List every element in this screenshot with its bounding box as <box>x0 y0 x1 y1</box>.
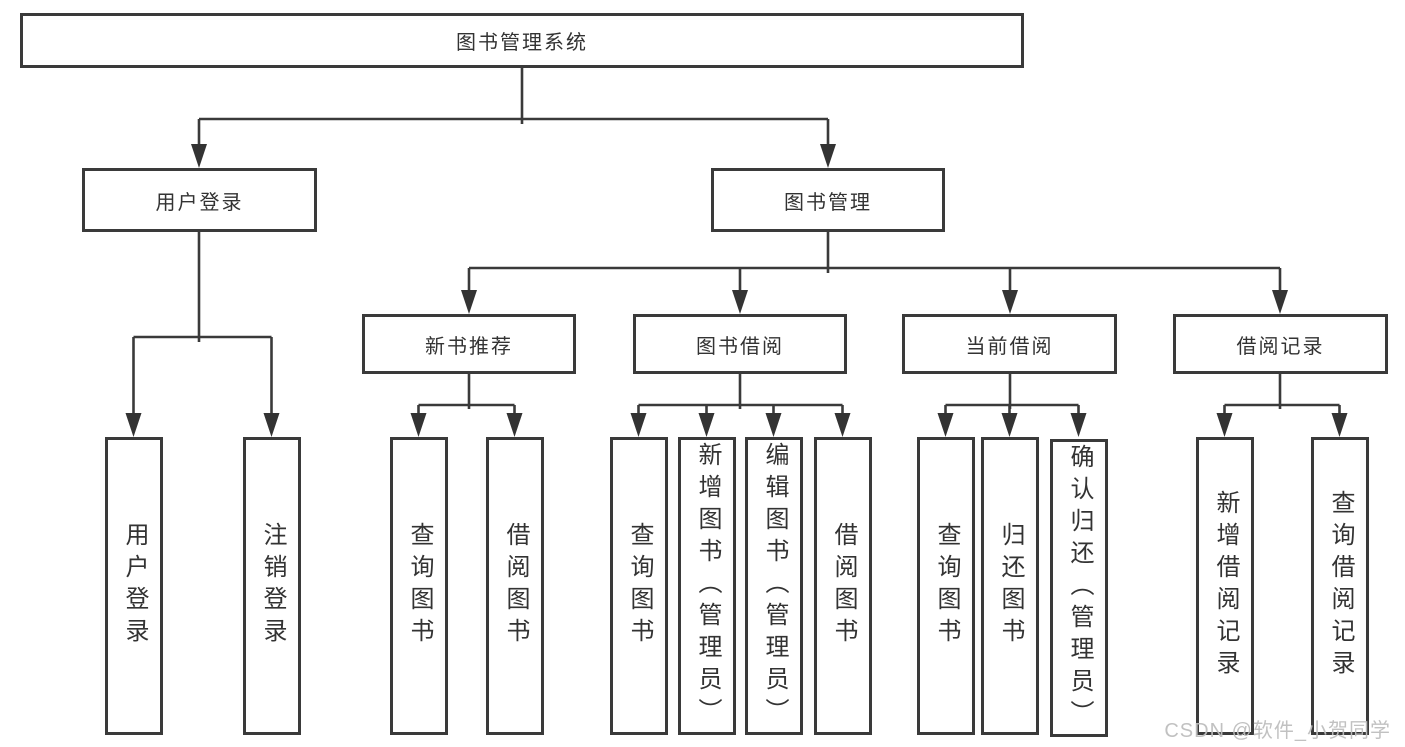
leaf-edit-books-admin: 编辑图书（管理员） <box>745 437 803 735</box>
csdn-watermark: CSDN @软件_小贺同学 <box>1164 720 1391 742</box>
arrowhead <box>1272 290 1288 314</box>
leaf-label: 查询图书 <box>406 522 433 650</box>
leaf-label: 用户登录 <box>121 522 148 650</box>
leaf-label: 借阅图书 <box>830 522 857 650</box>
leaf-label: 查询图书 <box>626 522 653 650</box>
arrowhead <box>765 413 782 437</box>
arrowhead <box>630 413 647 437</box>
arrowhead <box>461 290 477 314</box>
arrowhead <box>820 144 836 168</box>
node-label: 借阅记录 <box>1236 335 1325 358</box>
arrowhead <box>506 413 523 437</box>
leaf-logout: 注销登录 <box>243 437 301 735</box>
leaf-label: 确认归还（管理员） <box>1066 444 1093 732</box>
arrowhead <box>834 413 851 437</box>
node-label: 图书管理 <box>784 191 872 214</box>
node-label: 图书借阅 <box>696 335 784 358</box>
leaf-return-books: 归还图书 <box>981 437 1039 735</box>
arrowhead <box>191 144 207 168</box>
arrowhead <box>125 413 142 437</box>
arrowhead <box>1216 413 1233 437</box>
leaf-add-books-admin: 新增图书（管理员） <box>678 437 736 735</box>
node-book-borrow: 图书借阅 <box>633 314 847 374</box>
leaf-label: 新增图书（管理员） <box>694 442 721 730</box>
leaf-borrow-books: 借阅图书 <box>814 437 872 735</box>
leaf-query-books-borrow: 查询图书 <box>610 437 668 735</box>
leaf-add-borrow-record: 新增借阅记录 <box>1196 437 1254 735</box>
leaf-borrow-books-recommend: 借阅图书 <box>486 437 544 735</box>
leaf-query-books-current: 查询图书 <box>917 437 975 735</box>
leaf-confirm-return-admin: 确认归还（管理员） <box>1050 439 1108 737</box>
node-label: 新书推荐 <box>425 335 513 358</box>
arrowhead <box>1001 413 1018 437</box>
node-user-login-branch: 用户登录 <box>82 168 317 232</box>
arrowhead <box>732 290 748 314</box>
node-book-management: 图书管理 <box>711 168 945 232</box>
node-current-borrow: 当前借阅 <box>902 314 1117 374</box>
arrowhead <box>698 413 715 437</box>
leaf-label: 注销登录 <box>259 522 286 650</box>
node-new-book-recommend: 新书推荐 <box>362 314 576 374</box>
node-borrow-records: 借阅记录 <box>1173 314 1388 374</box>
arrowhead <box>1331 413 1348 437</box>
leaf-query-borrow-record: 查询借阅记录 <box>1311 437 1369 735</box>
leaf-label: 编辑图书（管理员） <box>761 442 788 730</box>
leaf-label: 借阅图书 <box>502 522 529 650</box>
arrowhead <box>263 413 280 437</box>
node-root: 图书管理系统 <box>20 13 1024 68</box>
leaf-label: 新增借阅记录 <box>1212 490 1239 682</box>
arrowhead <box>1070 413 1087 437</box>
leaf-user-login: 用户登录 <box>105 437 163 735</box>
node-label: 用户登录 <box>155 191 244 214</box>
arrowhead <box>410 413 427 437</box>
node-label: 当前借阅 <box>965 335 1054 358</box>
leaf-query-books-recommend: 查询图书 <box>390 437 448 735</box>
leaf-label: 查询借阅记录 <box>1327 490 1354 682</box>
leaf-label: 归还图书 <box>997 522 1024 650</box>
node-root-label: 图书管理系统 <box>456 32 588 54</box>
arrowhead <box>1002 290 1018 314</box>
arrowhead <box>937 413 954 437</box>
leaf-label: 查询图书 <box>933 522 960 650</box>
